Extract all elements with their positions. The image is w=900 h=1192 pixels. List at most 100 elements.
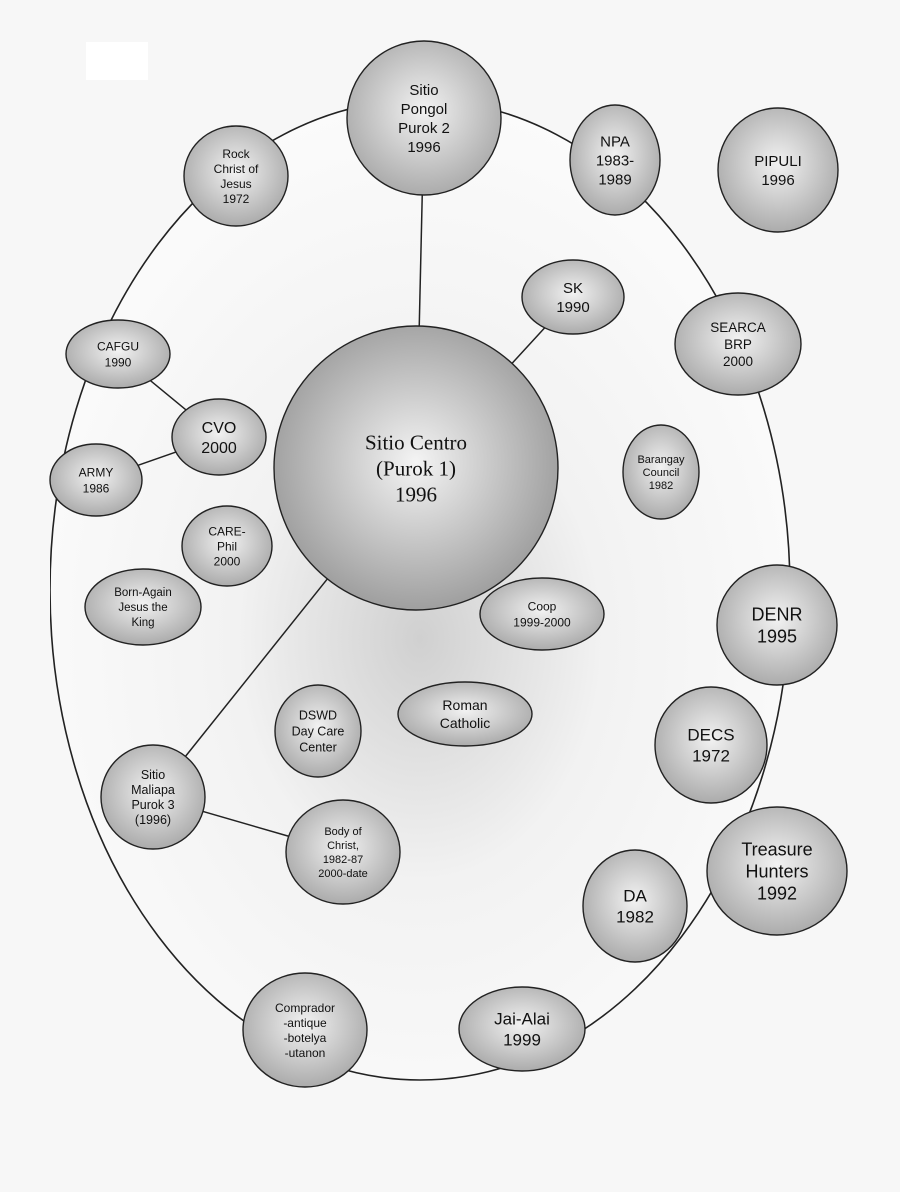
node-cafgu-line: 1990: [105, 355, 132, 369]
node-npa-line: 1989: [598, 171, 631, 188]
node-body-line: 1982-87: [323, 854, 363, 866]
node-searca-line: 2000: [723, 354, 753, 369]
node-centro-shape: [273, 325, 559, 611]
node-army-line: ARMY: [79, 465, 114, 479]
corner-patch: [86, 42, 148, 80]
node-army-shape: [49, 443, 143, 517]
node-searca-line: SEARCA: [710, 320, 766, 335]
node-searca-shape: [674, 292, 802, 396]
node-comprador-line: -antique: [283, 1016, 327, 1030]
node-dswd-line: Center: [299, 741, 337, 755]
node-searca-line: BRP: [724, 337, 752, 352]
node-npa-label: NPA 1983- 1989: [596, 133, 634, 188]
node-treasure-shape: [706, 806, 848, 936]
node-cvo-line: 2000: [201, 440, 237, 457]
node-denr-line: DENR: [751, 604, 802, 624]
node-rock-line: Rock: [222, 147, 250, 161]
node-dswd-line: DSWD: [299, 709, 337, 723]
node-bornagain-line: Jesus the: [118, 602, 167, 614]
node-npa-line: 1983-: [596, 152, 634, 169]
node-decs-shape: [654, 686, 768, 804]
node-maliapa-line: Maliapa: [131, 783, 175, 797]
node-care-line: Phil: [217, 539, 237, 553]
node-denr-shape: [716, 564, 838, 686]
node-roman-line: Roman: [442, 697, 487, 713]
node-pipuli-line: PIPULI: [754, 153, 802, 170]
node-centro: Sitio Centro(Purok 1)1996: [273, 325, 559, 611]
node-pongol-line: 1996: [407, 139, 440, 156]
link-sk-centro: [511, 327, 546, 364]
node-cvo-shape: [171, 398, 267, 476]
node-comprador-line: -botelya: [284, 1031, 327, 1045]
node-pipuli-line: 1996: [761, 172, 794, 189]
link-maliapa-body: [202, 810, 289, 837]
node-sk-line: SK: [563, 280, 583, 297]
node-sk-shape: [521, 259, 625, 335]
node-decs-label: DECS 1972: [687, 726, 734, 766]
node-care-shape: [181, 505, 273, 587]
node-npa: NPA 1983- 1989: [569, 104, 661, 216]
node-searca-label: SEARCA BRP 2000: [710, 320, 766, 369]
node-army: ARMY 1986: [49, 443, 143, 517]
node-cafgu-shape: [65, 319, 171, 389]
node-roman-shape: [397, 681, 533, 747]
node-decs-line: DECS: [687, 726, 734, 745]
node-pongol-shape: [346, 40, 502, 196]
node-decs: DECS 1972: [654, 686, 768, 804]
connector-lines: [137, 194, 546, 837]
node-comprador-line: Comprador: [275, 1001, 335, 1015]
node-maliapa-shape: [100, 744, 206, 850]
node-bornagain-line: King: [131, 617, 154, 629]
node-coop-line: Coop: [528, 599, 557, 613]
left-margin: [0, 0, 50, 1192]
node-centro-line: Sitio Centro: [365, 431, 467, 455]
node-body-line: Body of: [324, 826, 362, 838]
link-pongol-centro: [418, 194, 423, 327]
node-searca: SEARCA BRP 2000: [674, 292, 802, 396]
node-coop-label: Coop 1999-2000: [513, 599, 571, 629]
link-army-cvo: [137, 451, 177, 467]
node-dswd-shape: [274, 684, 362, 778]
node-bornagain-shape: [84, 568, 202, 646]
node-pipuli: PIPULI 1996: [717, 107, 839, 233]
node-npa-line: NPA: [600, 133, 630, 150]
node-comprador: Comprador-antique-botelya-utanon: [242, 972, 368, 1088]
node-coop-line: 1999-2000: [513, 615, 571, 629]
node-centro-line: 1996: [395, 483, 437, 507]
node-treasure-line: Treasure: [741, 839, 812, 859]
node-comprador-label: Comprador-antique-botelya-utanon: [275, 1001, 335, 1060]
node-army-line: 1986: [83, 481, 110, 495]
node-jaialai-shape: [458, 986, 586, 1072]
node-decs-line: 1972: [692, 747, 730, 766]
node-care-line: 2000: [214, 554, 241, 568]
node-rock-line: Jesus: [220, 177, 251, 191]
node-roman-line: Catholic: [440, 715, 491, 731]
node-centro-line: (Purok 1): [376, 457, 456, 481]
node-treasure-line: 1992: [757, 883, 797, 903]
node-rock-line: 1972: [223, 192, 250, 206]
node-barangay-line: Barangay: [637, 454, 685, 466]
node-maliapa-line: Purok 3: [131, 798, 174, 812]
node-coop: Coop 1999-2000: [479, 577, 605, 651]
